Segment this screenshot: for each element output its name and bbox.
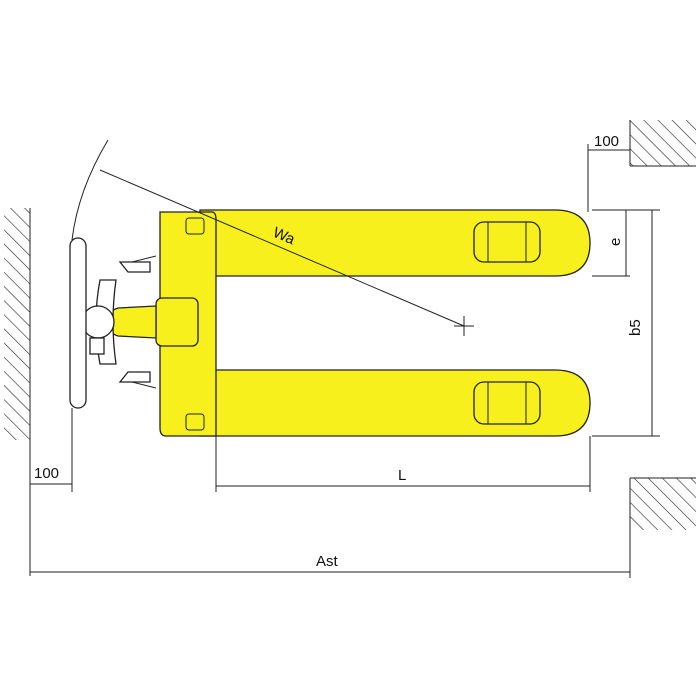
- tiller-handle: [69, 237, 87, 409]
- left-wall: [4, 208, 31, 440]
- lower-roller: [473, 381, 541, 425]
- lower-fork: [199, 369, 591, 437]
- label-Ast: Ast: [316, 553, 339, 570]
- pump-housing: [155, 297, 199, 347]
- chassis: [105, 211, 217, 437]
- turning-radius-line: [99, 169, 465, 327]
- upper-roller: [473, 221, 541, 263]
- label-L: L: [398, 467, 406, 484]
- bottom-right-wall: [629, 477, 696, 530]
- label-left-100: 100: [34, 465, 59, 482]
- upper-fork: [199, 209, 591, 277]
- label-e: e: [607, 238, 624, 246]
- steering-assembly: [81, 261, 151, 383]
- label-b5: b5: [627, 319, 644, 336]
- turning-arc: [71, 139, 109, 241]
- label-top-100: 100: [594, 133, 619, 150]
- top-right-wall: [629, 120, 696, 167]
